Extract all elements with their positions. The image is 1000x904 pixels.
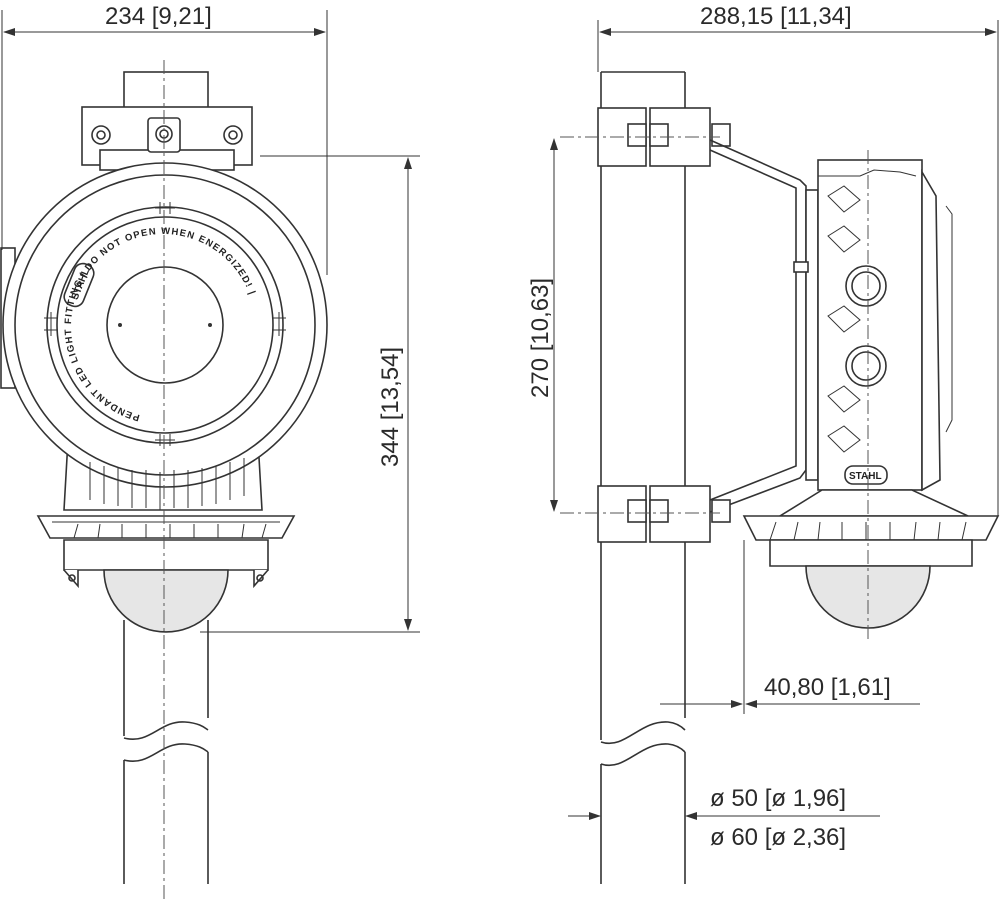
dim-bracket-spacing: 270 [10,63]: [527, 278, 554, 398]
dimension-labels: 234 [9,21] 288,15 [11,34] 344 [13,54] 27…: [105, 3, 891, 851]
side-pole: [600, 71, 686, 884]
side-view: STAHL: [560, 71, 1000, 884]
front-clamp: [81, 106, 253, 171]
dim-front-width: 234 [9,21]: [105, 3, 212, 30]
side-upper-bracket: [597, 107, 807, 513]
dimension-lines: [1, 10, 999, 820]
front-view: STAHL PENDANT LED LIGHT FITTING | DO NOT…: [0, 60, 328, 900]
dim-side-width: 288,15 [11,34]: [700, 3, 852, 30]
side-lamp-head: [742, 515, 1000, 629]
dim-side-offset: 40,80 [1,61]: [764, 674, 891, 701]
side-brand-label: STAHL: [849, 471, 882, 482]
front-housing: STAHL PENDANT LED LIGHT FITTING | DO NOT…: [0, 162, 328, 511]
side-lower-bracket: [597, 485, 731, 543]
dim-pipe-small: ø 50 [ø 1,96]: [710, 785, 846, 812]
side-housing: STAHL: [777, 159, 969, 517]
dim-total-height: 344 [13,54]: [377, 347, 404, 467]
dim-pipe-large: ø 60 [ø 2,36]: [710, 824, 846, 851]
front-lamp-head: [36, 515, 296, 633]
